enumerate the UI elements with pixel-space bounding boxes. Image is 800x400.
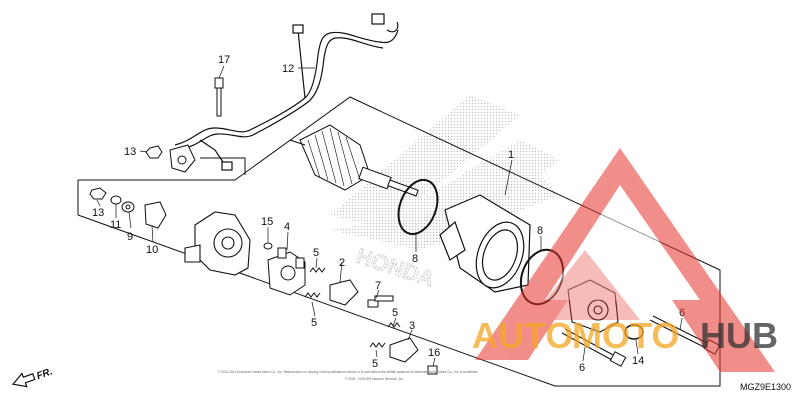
callout-5-b: 5 <box>311 317 317 329</box>
washer-15 <box>263 242 273 250</box>
callout-17: 17 <box>218 54 230 66</box>
cable-terminal-cover <box>169 144 196 173</box>
callout-6-left: 6 <box>579 362 585 374</box>
copyright-line-2: © 2004 - 2015 ARI Network Services, Inc. <box>345 377 404 381</box>
nut-13-top <box>145 145 163 159</box>
callout-12: 12 <box>282 63 294 75</box>
diagram-code: MGZ9E1300 <box>740 382 791 392</box>
carbon-brush-3 <box>389 337 419 363</box>
terminal-bolt-7 <box>367 295 394 308</box>
mounting-bolt-17 <box>214 77 224 117</box>
callout-15: 15 <box>261 216 273 228</box>
callout-5-c: 5 <box>392 307 398 319</box>
watermark-hub: HUB <box>700 315 778 356</box>
watermark-auto: AUTO <box>472 315 573 356</box>
front-label: FR. <box>35 366 54 382</box>
callout-8-left: 8 <box>412 253 418 265</box>
leader-lines <box>96 65 683 367</box>
small-parts-left <box>89 187 167 229</box>
callout-13-top: 13 <box>124 146 136 158</box>
automotohub-logo-icon <box>475 148 775 372</box>
callout-11: 11 <box>110 219 121 231</box>
callout-5-a: 5 <box>313 247 319 259</box>
brush-holder <box>267 247 306 296</box>
callout-7: 7 <box>375 280 381 292</box>
watermark-moto: MOTO <box>572 315 679 356</box>
honda-text-background: HONDA <box>353 243 438 292</box>
front-arrow-icon <box>11 372 36 388</box>
brush-springs <box>304 267 401 348</box>
o-ring-14 <box>624 324 644 340</box>
callout-2: 2 <box>339 257 345 269</box>
starter-end-cover <box>184 211 251 276</box>
callout-4: 4 <box>284 221 290 233</box>
armature <box>289 124 419 197</box>
callout-14: 14 <box>632 355 644 367</box>
o-ring-8-left <box>397 178 439 236</box>
assembly-frame <box>77 96 721 387</box>
automotohub-watermark-text: AUTO MOTO HUB <box>472 315 778 356</box>
callout-13-left: 13 <box>92 207 104 219</box>
front-direction-indicator: FR. <box>11 366 54 388</box>
callout-10: 10 <box>146 244 158 256</box>
callout-5-d: 5 <box>372 358 378 370</box>
callout-8-right: 8 <box>537 225 543 237</box>
callout-3: 3 <box>409 320 415 332</box>
starter-yoke <box>439 194 531 293</box>
carbon-brush-2 <box>329 279 359 306</box>
copyright-line-1: © 2013-2014 American Honda Motor Co., In… <box>218 370 478 374</box>
starter-cable <box>174 13 399 171</box>
screw-16 <box>427 365 438 375</box>
callout-9: 9 <box>127 231 133 243</box>
callout-1: 1 <box>508 149 514 161</box>
callout-16: 16 <box>428 347 440 359</box>
